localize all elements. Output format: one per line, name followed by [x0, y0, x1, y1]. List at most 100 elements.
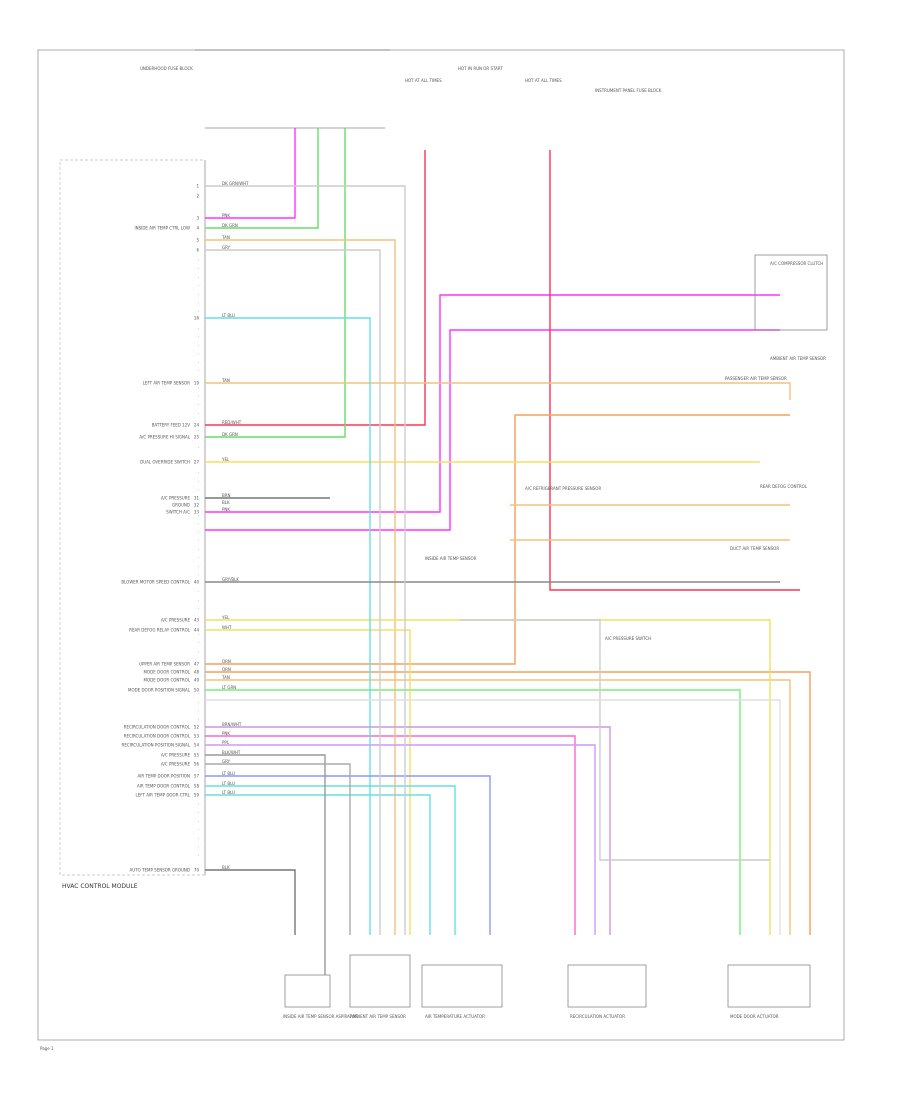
wire-color-label: DK GRN — [222, 432, 238, 437]
module-pin-label: MODE DOOR POSITION SIGNAL — [128, 688, 191, 693]
module-pin-tick: · — [198, 309, 199, 314]
module-pin-number: 48 — [194, 670, 200, 675]
module-pin-tick: · — [198, 292, 199, 297]
module-pin-label: MODE DOOR CONTROL — [144, 678, 191, 683]
wire-color-label: TAN — [221, 675, 230, 680]
top-label-left: HOT AT ALL TIMES — [405, 78, 442, 83]
module-pin-label: A/C PRESSURE — [161, 753, 191, 758]
module-pin-number: 47 — [194, 662, 200, 667]
wire-color-label: PNK — [222, 213, 230, 218]
component-box-recirc-actuator — [567, 964, 647, 1008]
wire-red-1 — [205, 150, 426, 426]
wire-cyan-2 — [205, 794, 431, 935]
module-pin-label: RECIRCULATION DOOR CONTROL — [124, 734, 191, 739]
module-pin-tick: · — [198, 352, 199, 357]
module-pin-tick: · — [198, 394, 199, 399]
wire-magenta-1 — [205, 128, 296, 219]
wire-color-label: LT BLU — [222, 781, 235, 786]
right-component-label: AMBIENT AIR TEMP SENSOR — [770, 356, 826, 361]
component-box-ambient-sensor — [349, 954, 411, 1008]
wire-color-label: YEL — [221, 457, 230, 462]
page-number: Page 1 — [40, 1046, 54, 1051]
wire-color-label: GRY — [222, 245, 231, 250]
module-pin-number: 44 — [194, 628, 200, 633]
module-pin-label: REAR DEFOG RELAY CONTROL — [129, 628, 191, 633]
module-pin-tick: · — [198, 471, 199, 476]
wire-color-label: PPL — [222, 740, 230, 745]
diagram-labels: HVAC CONTROL MODULE Page 1 HOT AT ALL TI… — [40, 66, 662, 1051]
module-pin-tick: · — [198, 547, 199, 552]
bottom-component-label: MODE DOOR ACTUATOR — [730, 1014, 779, 1019]
wire-magenta-3 — [205, 329, 780, 531]
module-pin-number: 31 — [194, 496, 200, 501]
wire-color-label: DK GRN — [222, 223, 238, 228]
wire-purple-2 — [205, 726, 611, 935]
module-pin-tick: · — [198, 488, 199, 493]
wire-color-label: BRN — [222, 493, 231, 498]
module-pin-tick: · — [198, 836, 199, 841]
module-pin-tick: · — [198, 598, 199, 603]
module-pin-tick: · — [198, 819, 199, 824]
module-pin-tick: · — [198, 564, 199, 569]
module-pin-number: 1 — [196, 184, 199, 189]
wire-color-label: ORN — [222, 659, 231, 664]
module-pin-number: 3 — [196, 216, 199, 221]
wire-color-label: BLK — [222, 500, 230, 505]
module-pin-tick: · — [198, 335, 199, 340]
module-pin-tick: · — [198, 828, 199, 833]
wire-gray-5 — [205, 763, 351, 935]
wire-cyan-1 — [205, 317, 371, 935]
bottom-component-labels: INSIDE AIR TEMP SENSOR ASPIRATORAMBIENT … — [283, 1014, 779, 1019]
module-pin-label: AUTO TEMP SENSOR GROUND — [130, 868, 190, 873]
module-pin-tick: · — [198, 717, 199, 722]
module-pin-tick: · — [198, 326, 199, 331]
module-pin-tick: · — [198, 811, 199, 816]
wire-gray-9 — [205, 699, 781, 935]
module-pin-number: 43 — [194, 618, 200, 623]
wire-magenta-4 — [205, 735, 576, 935]
module-pin-tick: · — [198, 649, 199, 654]
module-pin-number: 2 — [196, 194, 199, 199]
component-box-air-temp-actuator — [421, 964, 503, 1008]
wire-color-label: TAN — [221, 378, 230, 383]
module-pin-tick: · — [198, 258, 199, 263]
module-pin-tick: · — [198, 301, 199, 306]
module-pin-label: RECIRCULATION POSITION SIGNAL — [122, 743, 191, 748]
module-pin-tick: · — [198, 641, 199, 646]
wire-magenta-2 — [205, 294, 780, 513]
module-title: HVAC CONTROL MODULE — [62, 883, 138, 890]
wire-color-label: TAN — [221, 235, 230, 240]
wire-gray-7 — [205, 185, 406, 935]
module-pin-number: 16 — [194, 316, 200, 321]
module-pin-tick: · — [198, 853, 199, 858]
module-pin-tick: · — [198, 632, 199, 637]
wire-tan-1 — [205, 239, 396, 935]
top-label-center: HOT IN RUN OR START — [458, 66, 503, 71]
module-pin-tick: · — [198, 428, 199, 433]
wire-green-1 — [205, 128, 319, 229]
wire-color-label: WHT — [222, 625, 232, 630]
module-pin-number: 27 — [194, 460, 200, 465]
mid-label: A/C PRESSURE SWITCH — [605, 636, 651, 641]
module-pin-tick: · — [198, 556, 199, 561]
component-box-mode-actuator — [727, 964, 811, 1008]
bottom-component-label: RECIRCULATION ACTUATOR — [570, 1014, 625, 1019]
module-pin-label: A/C PRESSURE HI SIGNAL — [139, 435, 190, 440]
wire-green-3 — [205, 689, 741, 935]
module-pin-label: AIR TEMP DOOR POSITION — [137, 774, 190, 779]
module-pin-label: SWITCH A/C — [166, 510, 190, 515]
wire-color-label: LT GRN — [222, 685, 236, 690]
wire-color-label: DK GRN/WHT — [222, 181, 249, 186]
module-pin-number: 53 — [194, 734, 200, 739]
wire-gray-6 — [205, 869, 296, 935]
right-component-label: PASSENGER AIR TEMP SENSOR — [725, 376, 787, 381]
right-component-label: DUCT AIR TEMP SENSOR — [730, 546, 779, 551]
wire-tan-2 — [205, 382, 791, 400]
module-pin-number: 19 — [194, 381, 200, 386]
module-pin-number: 49 — [194, 678, 200, 683]
module-pin-number: 25 — [194, 435, 200, 440]
module-pin-number: 59 — [194, 793, 200, 798]
module-pin-label: INSIDE AIR TEMP CTRL LOW — [134, 226, 190, 231]
